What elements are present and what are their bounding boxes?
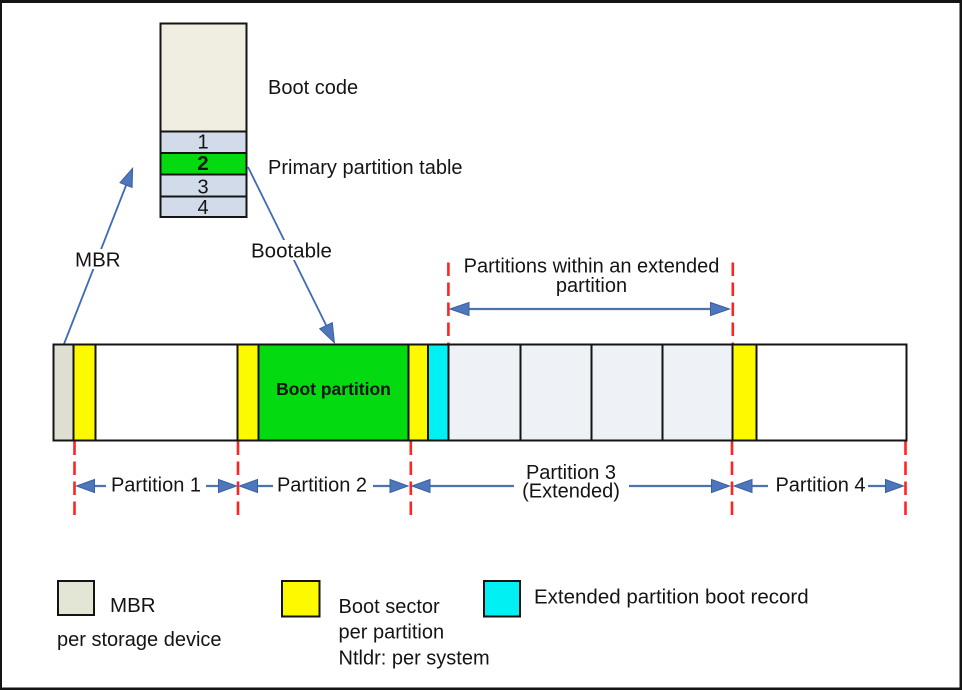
svg-text:Partitions within an extended: Partitions within an extended	[464, 256, 720, 278]
svg-text:3: 3	[197, 177, 208, 199]
svg-text:Partition 1: Partition 1	[111, 475, 201, 497]
svg-text:Primary partition table: Primary partition table	[268, 157, 463, 179]
svg-text:Partition 2: Partition 2	[277, 475, 367, 497]
svg-text:4: 4	[197, 197, 208, 219]
svg-text:MBR: MBR	[75, 249, 121, 272]
svg-text:Boot partition: Boot partition	[276, 379, 391, 399]
svg-text:Partition 3: Partition 3	[526, 462, 616, 484]
svg-text:partition: partition	[556, 275, 627, 297]
svg-text:Boot sector: Boot sector	[339, 596, 441, 618]
svg-text:MBR: MBR	[110, 594, 156, 617]
svg-text:2: 2	[197, 152, 208, 175]
svg-text:Extended partition boot record: Extended partition boot record	[534, 586, 809, 609]
svg-text:Ntldr: per system: Ntldr: per system	[339, 648, 490, 670]
svg-text:per partition: per partition	[339, 622, 445, 644]
svg-text:1: 1	[197, 132, 208, 154]
svg-text:Partition 4: Partition 4	[775, 475, 865, 497]
svg-text:Bootable: Bootable	[251, 240, 332, 263]
svg-text:Boot code: Boot code	[268, 77, 358, 99]
svg-text:(Extended): (Extended)	[522, 481, 620, 503]
svg-text:per storage device: per storage device	[57, 629, 222, 651]
